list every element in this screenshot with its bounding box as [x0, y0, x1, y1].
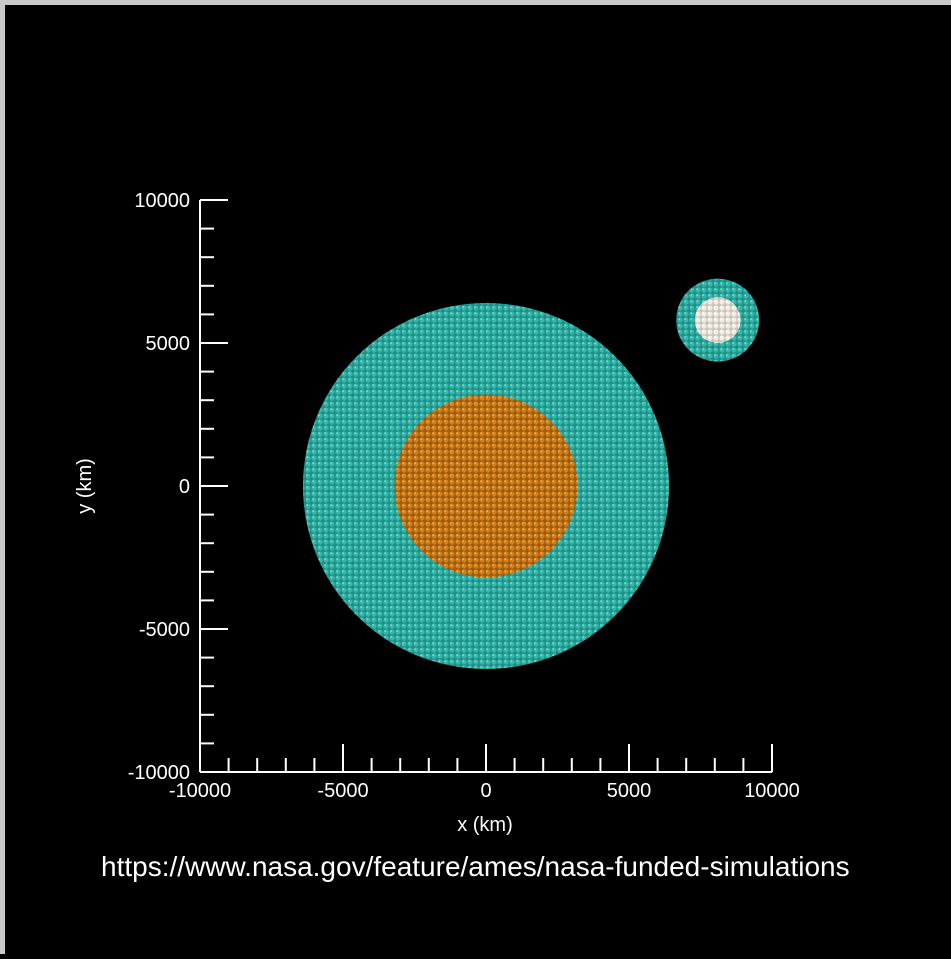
x-axis-label: x (km) — [457, 814, 513, 836]
y-tick-label: 0 — [179, 476, 190, 498]
axes-layer: -10000 -5000 0 5000 10000 -10000 -5000 0 5000 100… — [128, 190, 800, 802]
y-tick-label: 5000 — [146, 333, 191, 355]
y-tick-label: 10000 — [134, 190, 190, 212]
chart-plot: -10000 -5000 0 5000 10000 -10000 -5000 0 5000 100… — [74, 190, 800, 836]
x-tick-label: -10000 — [169, 780, 231, 802]
bodies-layer — [302, 278, 760, 670]
x-tick-label: 5000 — [607, 780, 652, 802]
impactor-core — [694, 297, 741, 343]
source-url-caption: https://www.nasa.gov/feature/ames/nasa-f… — [101, 851, 850, 882]
y-tick-label: -10000 — [128, 762, 190, 784]
x-tick-label: 10000 — [744, 780, 800, 802]
y-axis-label: y (km) — [74, 458, 96, 514]
x-tick-label: -5000 — [317, 780, 368, 802]
y-tick-label: -5000 — [139, 619, 190, 641]
x-tick-label: 0 — [480, 780, 491, 802]
planet-core — [394, 394, 578, 578]
